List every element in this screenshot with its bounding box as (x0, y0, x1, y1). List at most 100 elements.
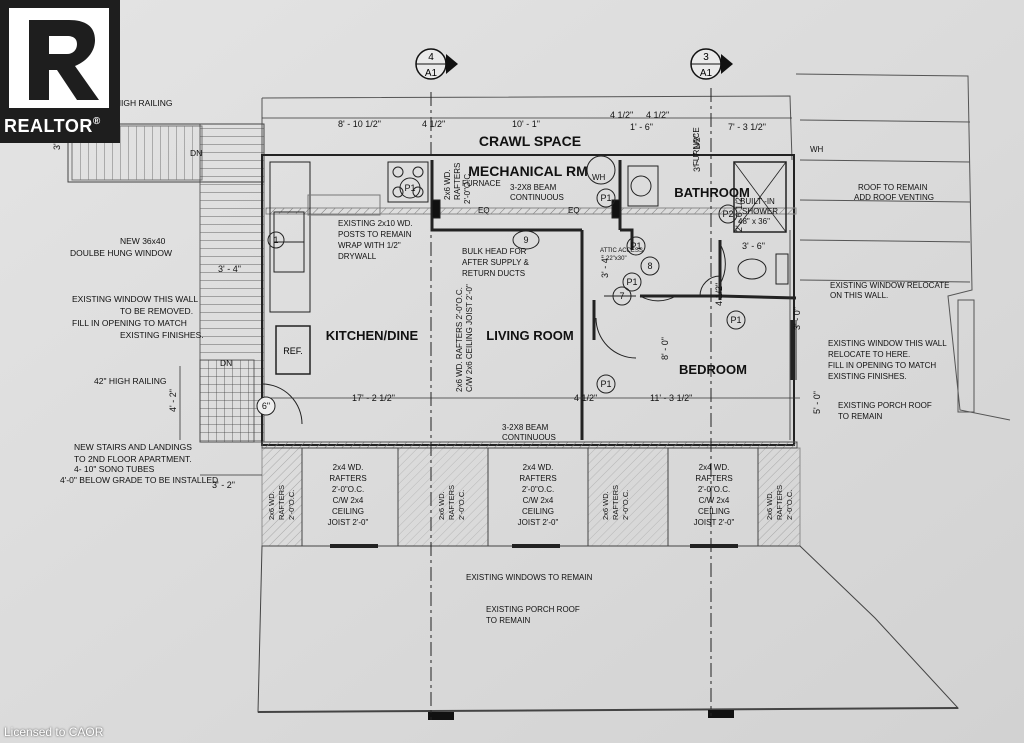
label-notes-v_rafters_1: 2x6 WD. (267, 491, 276, 520)
bay-note-c: 2x4 WD. RAFTERS 2'-0"O.C. C/W 2x4 CEILIN… (694, 463, 735, 527)
note-rafters-top-1: 2x6 WD. (443, 169, 452, 200)
section-marker-4-sheet: A1 (425, 68, 438, 79)
room-kitchen: KITCHEN/DINE (326, 328, 419, 343)
dim-mid-3: 11' - 3 1/2" (650, 393, 692, 403)
label-notes-bay_2: RAFTERS (695, 474, 732, 483)
realtor-word: REALTOR (4, 116, 93, 136)
note-reloc-here-2: RELOCATE TO HERE. (828, 350, 910, 359)
dim-bed-v: 8' - 0" (660, 337, 670, 360)
note-reloc-here-1: EXISTING WINDOW THIS WALL (828, 339, 947, 348)
room-living: LIVING ROOM (486, 328, 573, 343)
note-shower-2: SHOWER (742, 207, 778, 216)
section-marker-3-num: 3 (703, 52, 709, 63)
label-notes-v_rafters_3: 2'-0"O.C. (457, 490, 466, 520)
bay-note-a: 2x4 WD. RAFTERS 2'-0"O.C. C/W 2x4 CEILIN… (328, 463, 369, 527)
registered-mark: ® (92, 116, 101, 127)
section-lines (430, 88, 712, 720)
label-notes-bay_5: CEILING (332, 507, 364, 516)
label-notes-v_rafters_3: 2'-0"O.C. (785, 490, 794, 520)
note-bulk-3: RETURN DUCTS (462, 269, 525, 278)
note-railing-top: 42" HIGH RAILING (100, 98, 172, 108)
note-posts-4: DRYWALL (338, 252, 377, 261)
note-stairs-4: 4'-0" BELOW GRADE TO BE INSTALLED (60, 475, 218, 485)
label-notes-bay_1: 2x4 WD. (699, 463, 730, 472)
note-dn-1: DN (190, 148, 202, 158)
keynote-1: 1 (267, 231, 285, 249)
label-notes-bay_6: JOIST 2'-0" (694, 518, 735, 527)
left-stairs-deck (67, 123, 265, 443)
fridge-label: REF. (283, 346, 303, 356)
label-notes-bay_2: RAFTERS (329, 474, 366, 483)
dim-bed-3: 4 1/2" (714, 283, 724, 306)
label-notes-k8: 8 (647, 261, 652, 271)
label-notes-k1: 1 (273, 235, 278, 245)
note-reloc-2: ON THIS WALL. (830, 291, 888, 300)
label-notes-k6: 6" (262, 401, 270, 411)
realtor-r-icon (9, 8, 109, 108)
note-posts-1: EXISTING 2x10 WD. (338, 219, 413, 228)
dim-top-7: 7' - 3 1/2" (728, 122, 766, 132)
note-eq-1: EQ (478, 206, 490, 215)
section-marker-3: 3 A1 (690, 48, 733, 80)
dim-bath-3: 3' - 6" (742, 241, 765, 251)
label-notes-bay_4: C/W 2x4 (523, 496, 554, 505)
note-window-rm-4: EXISTING FINISHES. (120, 330, 204, 340)
label-notes-v_rafters_3: 2'-0"O.C. (287, 490, 296, 520)
label-notes-p1: P1 (626, 277, 637, 287)
note-porch-b-2: TO REMAIN (486, 616, 531, 625)
label-notes-bay_2: RAFTERS (519, 474, 556, 483)
keynote-8: 8 (640, 256, 660, 276)
dim-right-2: 5' - 0" (812, 391, 822, 414)
note-window-rm-2: TO BE REMOVED. (120, 306, 193, 316)
dimension-lines (179, 117, 800, 476)
label-notes-p1: P1 (600, 193, 611, 203)
bay-notes: 2x4 WD. RAFTERS 2'-0"O.C. C/W 2x4 CEILIN… (328, 463, 735, 527)
dim-bath-1: 3' - 7 1/2" (692, 134, 702, 172)
note-rafters-top-3: 2'-0"O.C. (463, 172, 472, 204)
dim-top-4: 4 1/2" (610, 110, 633, 120)
note-reloc-here-4: EXISTING FINISHES. (828, 372, 907, 381)
note-reloc-1: EXISTING WINDOW RELOCATE (830, 281, 949, 290)
label-notes-p1: P1 (600, 379, 611, 389)
note-beam-1b: CONTINUOUS (510, 193, 564, 202)
note-wh-1: WH (592, 173, 606, 182)
label-notes-bay_5: CEILING (698, 507, 730, 516)
building-walls (261, 154, 798, 449)
label-notes-p1: P1 (730, 315, 741, 325)
note-posts-2: POSTS TO REMAIN (338, 230, 412, 239)
dim-top-1: 8' - 10 1/2" (338, 119, 381, 129)
note-roof-2: ADD ROOF VENTING (854, 193, 934, 202)
dim-left-3: 3' - 2" (212, 480, 235, 490)
dim-kitchen-sink: 3' - 4" (218, 264, 241, 274)
dim-mid-2: 4 1/2" (574, 393, 597, 403)
note-lr-rafters-1: 2x6 WD. RAFTERS 2'-0"O.C. (455, 287, 464, 392)
keynote-p1-bed: P1 (726, 310, 746, 330)
room-crawl-space: CRAWL SPACE (479, 133, 581, 149)
note-porch-r-1: EXISTING PORCH ROOF (838, 401, 932, 410)
keynotes: P1 P1 P2 P1 P1 P1 P1 1 6" 7 8 9 (256, 177, 746, 416)
label-notes-v_rafters_1: 2x6 WD. (437, 491, 446, 520)
note-porch-r-2: TO REMAIN (838, 412, 883, 421)
room-bathroom: BATHROOM (674, 185, 750, 200)
keynote-p1-hall-2: P1 (622, 272, 642, 292)
label-notes-p2: P2 (722, 209, 733, 219)
keynote-p1-living: P1 (596, 374, 616, 394)
note-eq-2: EQ (568, 206, 580, 215)
label-notes-bay_5: CEILING (522, 507, 554, 516)
note-dn-2: DN (220, 358, 232, 368)
note-furnace: FURNACE (462, 179, 501, 188)
room-mechanical: MECHANICAL RM (468, 163, 588, 179)
note-win-remain: EXISTING WINDOWS TO REMAIN (466, 573, 593, 582)
realtor-logo: REALTOR® (0, 0, 120, 143)
label-notes-bay_4: C/W 2x4 (333, 496, 364, 505)
note-window-rm-1: EXISTING WINDOW THIS WALL (72, 294, 198, 304)
note-beam-1a: 3-2X8 BEAM (510, 183, 557, 192)
label-notes-bay_3: 2'-0"O.C. (698, 485, 730, 494)
keynote-p1-hall: P1 (626, 236, 646, 256)
label-notes-bay_6: JOIST 2'-0" (518, 518, 559, 527)
dim-bath-2: 2' - 6 1/2" (734, 194, 744, 232)
note-lr-rafters-2: C/W 2x6 CEILING JOIST 2'-0" (465, 284, 474, 392)
note-window-new-2: DOULBE HUNG WINDOW (70, 248, 172, 258)
section-marker-4-num: 4 (428, 52, 434, 63)
